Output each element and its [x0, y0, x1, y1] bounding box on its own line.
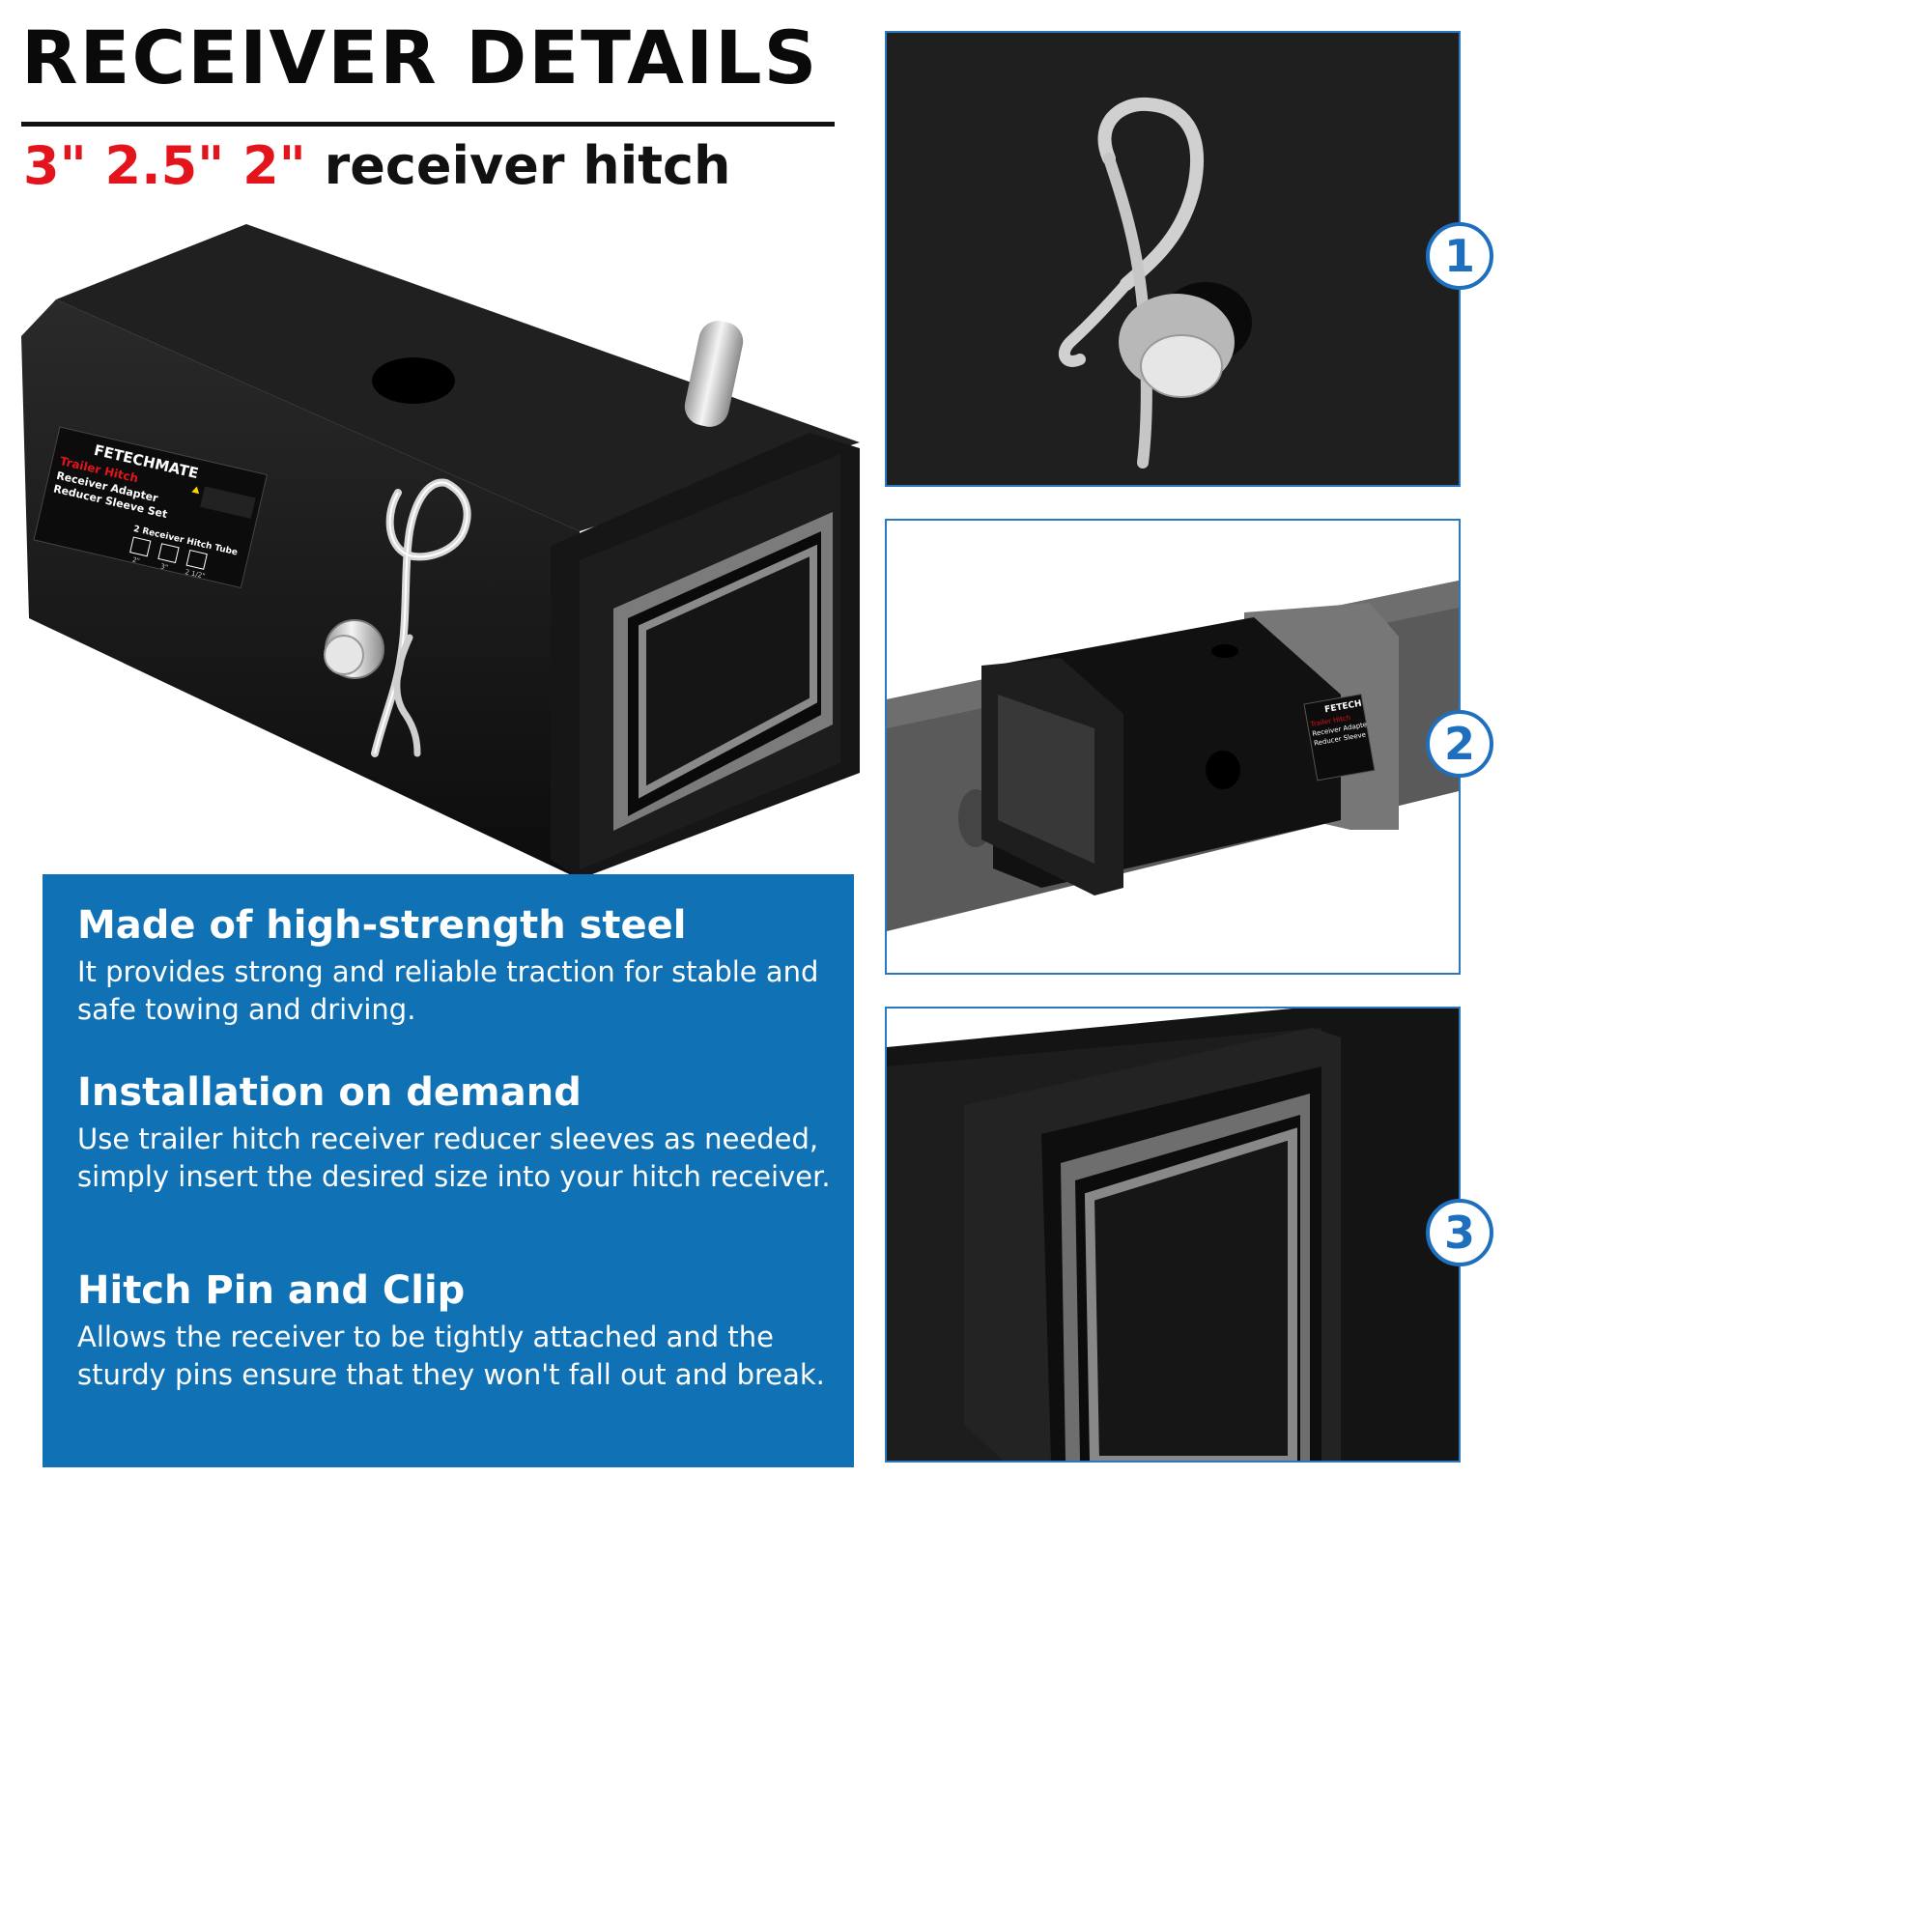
- feature-heading: Installation on demand: [77, 1070, 582, 1115]
- subtitle-text: receiver hitch: [305, 135, 731, 196]
- detail-number-1: 1: [1426, 222, 1493, 290]
- page-title: RECEIVER DETAILS: [21, 14, 819, 100]
- sticker-size-2: 3": [159, 562, 168, 572]
- detail-number-3: 3: [1426, 1199, 1493, 1266]
- detail-image-2: FETECH Trailer Hitch Receiver Adapte Red…: [885, 519, 1461, 975]
- feature-panel: Made of high-strength steel It provides …: [43, 874, 854, 1467]
- title-divider: [21, 122, 835, 127]
- detail-image-3: [885, 1007, 1461, 1463]
- feature-installation: Installation on demand Use trailer hitch…: [77, 1070, 840, 1196]
- page-subtitle: 3" 2.5" 2" receiver hitch: [23, 137, 731, 194]
- feature-steel: Made of high-strength steel It provides …: [77, 903, 840, 1029]
- top-pin: [684, 321, 744, 427]
- sticker-size-1: 2": [131, 555, 140, 565]
- feature-heading: Made of high-strength steel: [77, 903, 687, 948]
- detail-number-2: 2: [1426, 710, 1493, 778]
- hitch-clip: [324, 478, 471, 757]
- detail-image-1: [885, 31, 1461, 487]
- feature-body: Use trailer hitch receiver reducer sleev…: [77, 1122, 831, 1193]
- feature-heading: Hitch Pin and Clip: [77, 1268, 466, 1313]
- feature-body: Allows the receiver to be tightly attach…: [77, 1321, 825, 1391]
- feature-body: It provides strong and reliable traction…: [77, 955, 819, 1026]
- subtitle-sizes: 3" 2.5" 2": [23, 135, 306, 196]
- product-hero-image: FETECHMATE Trailer Hitch Receiver Adapte…: [21, 224, 860, 879]
- feature-pin-clip: Hitch Pin and Clip Allows the receiver t…: [77, 1268, 840, 1394]
